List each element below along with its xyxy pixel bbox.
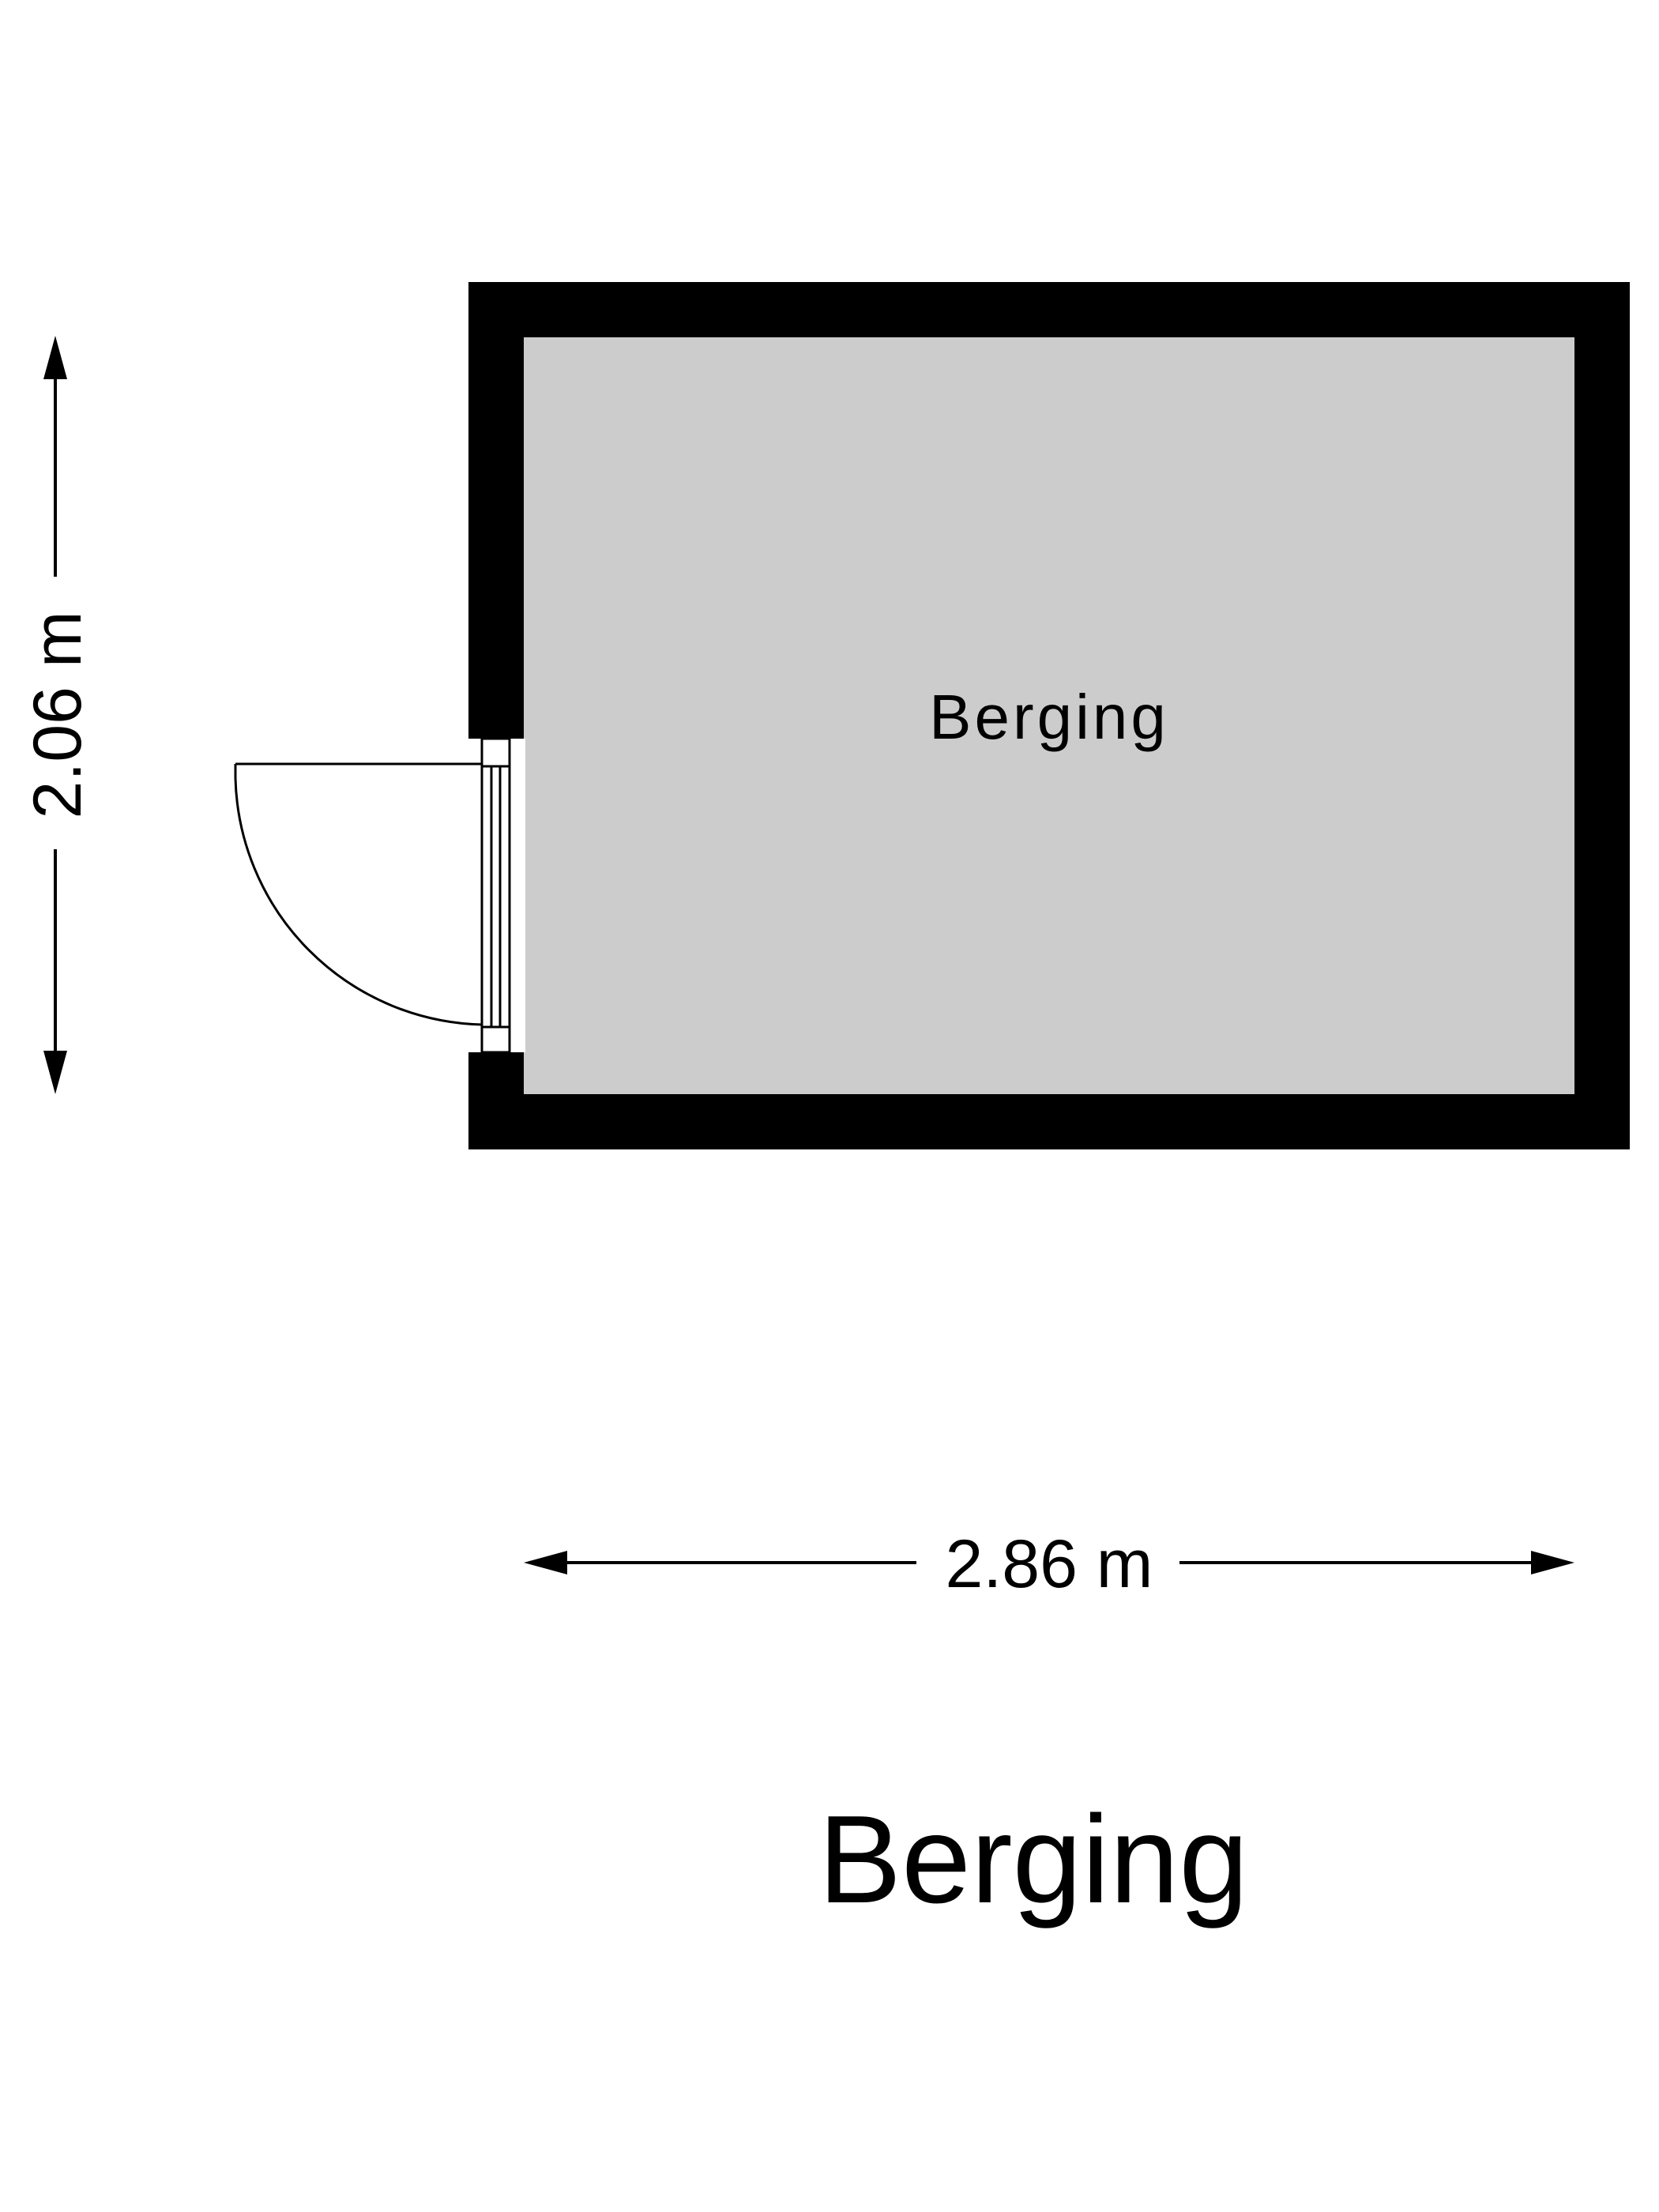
depth-label: 2.06 m <box>20 611 96 819</box>
depth-dimension: 2.06 m <box>20 336 96 1094</box>
arrowhead-right-icon <box>1531 1551 1574 1574</box>
door <box>234 737 525 1054</box>
door-frame <box>480 737 511 1054</box>
arrowhead-left-icon <box>524 1551 567 1574</box>
width-label: 2.86 m <box>946 1526 1153 1602</box>
room-floor <box>524 337 1574 1094</box>
width-dimension: 2.86 m <box>524 1526 1574 1602</box>
door-swing-arc <box>234 764 483 1026</box>
room-label: Berging <box>929 682 1169 752</box>
plan-title: Berging <box>818 1790 1249 1929</box>
arrowhead-down-icon <box>43 1051 67 1094</box>
arrowhead-up-icon <box>43 336 67 379</box>
walls <box>468 282 1630 1149</box>
